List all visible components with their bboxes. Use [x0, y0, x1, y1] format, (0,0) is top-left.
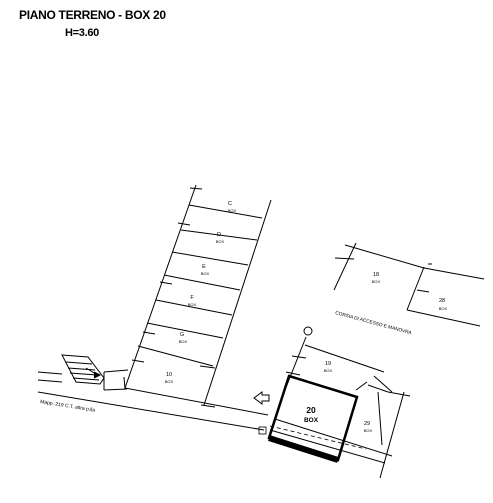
left-block-walls — [124, 184, 272, 408]
room-18-box: BOX — [372, 279, 381, 284]
room-20-box: BOX — [304, 417, 319, 424]
room-28-number: 28 — [439, 298, 445, 304]
stair-and-lower-walls — [37, 354, 393, 464]
room-g-letter: G — [180, 332, 184, 338]
room-c-letter: C — [228, 201, 232, 207]
room-28-box: BOX — [439, 306, 448, 311]
right-block-walls — [282, 242, 485, 479]
room-19-box: BOX — [324, 368, 333, 373]
room-10-number: 10 — [166, 372, 172, 378]
room-g-box: BOX — [179, 339, 188, 344]
room-f-box: BOX — [188, 302, 197, 307]
room-d-box: BOX — [216, 239, 225, 244]
ceiling-height-label: H=3.60 — [65, 27, 99, 39]
room-29-number: 29 — [364, 421, 370, 427]
entrance-arrow-icon — [253, 391, 270, 405]
room-e-box: BOX — [201, 271, 210, 276]
box-20-outline — [258, 374, 367, 463]
room-c-box: BOX — [228, 208, 237, 213]
room-e-letter: E — [202, 264, 206, 270]
corsia-label: CORSIA DI ACCESSO E MANOVRA — [334, 310, 413, 336]
plan-title: PIANO TERRENO - BOX 20 — [19, 8, 166, 22]
room-29-box: BOX — [364, 428, 373, 433]
room-19-number: 19 — [325, 361, 331, 367]
room-f-letter: F — [190, 295, 194, 301]
room-10-box: BOX — [165, 379, 174, 384]
room-d-letter: D — [217, 232, 221, 238]
room-20-number: 20 — [306, 405, 316, 415]
mappale-label: Mapp. 219 C.T. altra p.lla — [40, 399, 96, 414]
room-18-number: 18 — [373, 272, 379, 278]
